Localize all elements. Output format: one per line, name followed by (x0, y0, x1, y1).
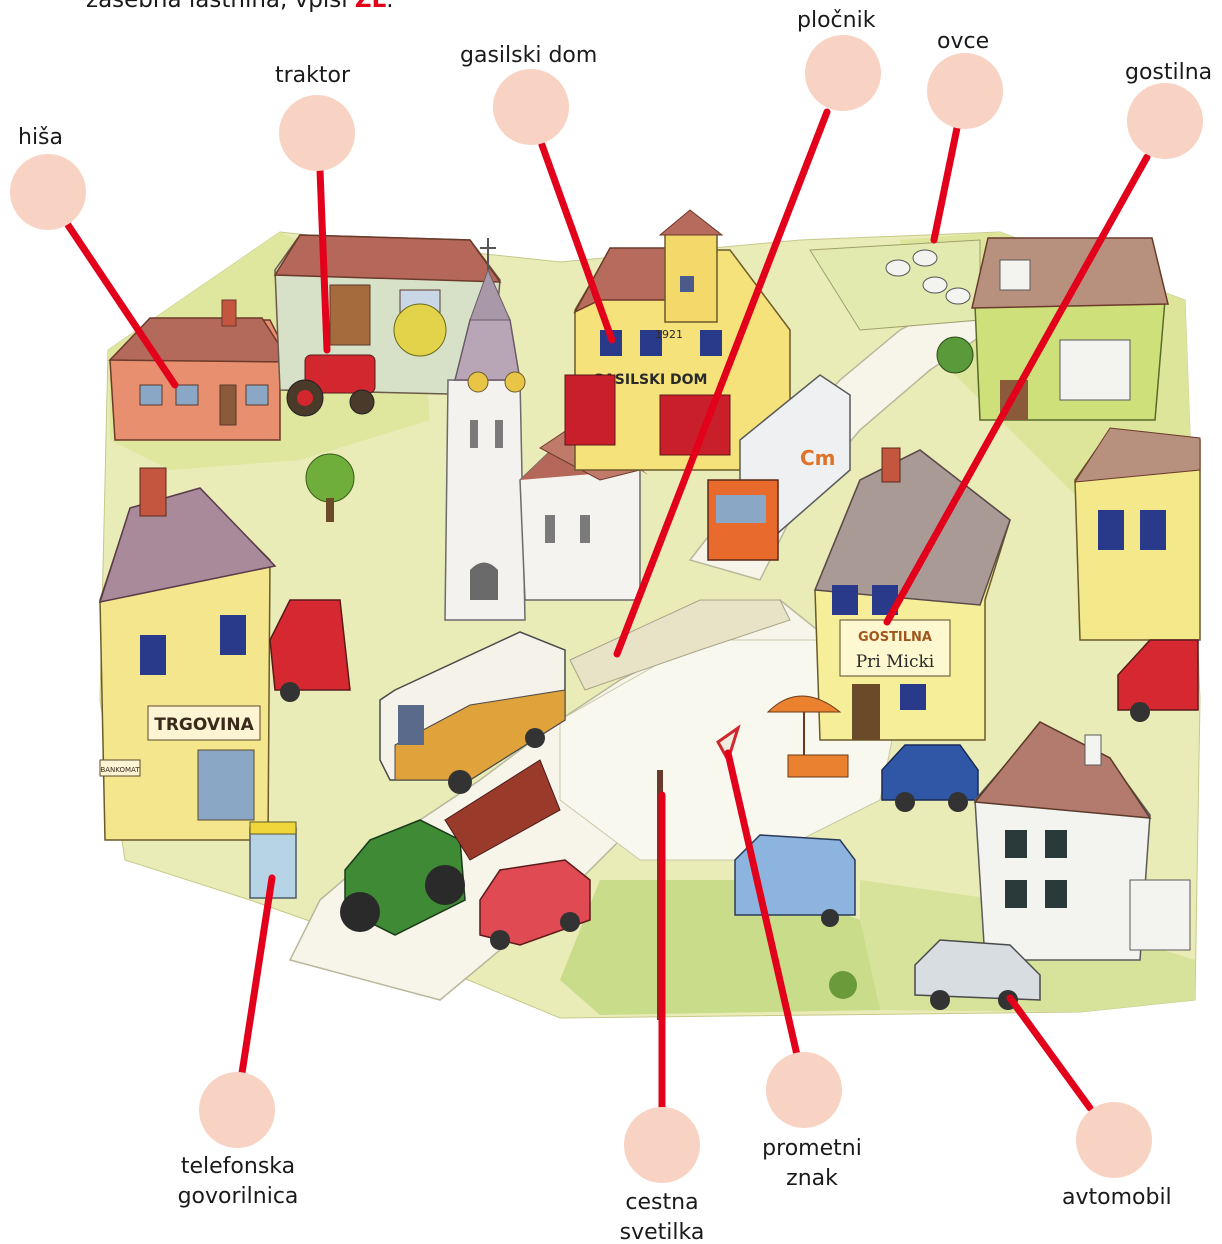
answer-circle-cestna[interactable] (624, 1107, 700, 1183)
answer-circle-avtomobil[interactable] (1076, 1102, 1152, 1178)
trees (305, 303, 974, 999)
white-house (973, 721, 1191, 961)
delivery-truck: Cm (707, 374, 851, 561)
blue-car (881, 744, 979, 812)
leader-line-ovce (930, 124, 961, 244)
label-gostilna: gostilna (1125, 60, 1213, 85)
label-prometni-znak: prometni znak (752, 1134, 872, 1194)
red-car (479, 859, 591, 950)
answer-circle-gostilna[interactable] (1127, 83, 1203, 159)
label-gasilski-dom: gasilski dom (460, 43, 598, 68)
yellow-house-right (1074, 427, 1201, 641)
answer-circle-plocnik[interactable] (805, 35, 881, 111)
label-cestna-line2: svetilka (619, 1220, 705, 1244)
label-cestna-line1: cestna (625, 1190, 699, 1215)
inn-sign-top: GOSTILNA (858, 630, 932, 645)
leader-lines (64, 108, 1151, 1114)
answer-circle-prometni[interactable] (766, 1052, 842, 1128)
red-van (1117, 639, 1199, 722)
terrace-umbrella (766, 695, 849, 778)
market-van (269, 599, 351, 702)
leader-line-plocnik (613, 108, 831, 658)
leader-line-avtomobil (1006, 994, 1094, 1112)
leader-line-gasilski-dom (538, 141, 616, 344)
firehouse-year: 1921 (655, 328, 683, 341)
red-tractor (286, 354, 376, 417)
green-tractor (340, 759, 561, 936)
answer-circle-telefonska[interactable] (199, 1072, 275, 1148)
village-illustration: 1921 GASILSKI DOM Cm (98, 209, 1201, 1020)
instruction-emphasis: ZL (354, 0, 387, 13)
label-telefonska-govorilnica: telefonska govorilnica (168, 1152, 308, 1212)
leader-line-gostilna (883, 153, 1151, 626)
svg-text:Cm: Cm (800, 446, 836, 470)
traffic-sign (716, 724, 741, 764)
shop-sign: TRGOVINA (154, 715, 254, 735)
answer-circle-hisa[interactable] (10, 154, 86, 230)
label-prometni-line1: prometni (762, 1136, 862, 1161)
leader-line-traktor (316, 166, 331, 354)
label-prometni-line2: znak (786, 1166, 838, 1191)
instruction-text: zasebna lastnina, vpiši ZL. (86, 0, 394, 14)
fire-station: 1921 GASILSKI DOM (564, 209, 791, 471)
label-hisa: hiša (18, 125, 63, 150)
answer-circle-gasilski-dom[interactable] (493, 69, 569, 145)
label-cestna-svetilka: cestna svetilka (612, 1188, 712, 1244)
leader-line-hisa (64, 221, 179, 389)
firehouse-sign: GASILSKI DOM (592, 372, 707, 388)
answer-circle-ovce[interactable] (927, 53, 1003, 129)
bus (379, 631, 566, 794)
label-ovce: ovce (937, 29, 990, 54)
label-telefonska-line2: govorilnica (177, 1184, 299, 1209)
inn-sign-bottom: Pri Micki (856, 652, 935, 672)
label-telefonska-line1: telefonska (180, 1154, 296, 1179)
church-tower (444, 238, 526, 621)
blue-van (734, 834, 856, 927)
label-traktor: traktor (275, 63, 351, 88)
bank-sign: BANKOMAT (100, 766, 140, 774)
label-plocnik: pločnik (797, 8, 876, 33)
green-house (971, 237, 1169, 421)
answer-circle-traktor[interactable] (279, 95, 355, 171)
answer-circles (10, 35, 1203, 1183)
leader-line-telefonska (238, 874, 276, 1077)
sidewalk (569, 599, 791, 691)
shop-building: TRGOVINA BANKOMAT (98, 467, 277, 841)
leader-line-prometni (724, 749, 801, 1059)
house-building (108, 299, 292, 441)
label-avtomobil: avtomobil (1062, 1185, 1172, 1210)
